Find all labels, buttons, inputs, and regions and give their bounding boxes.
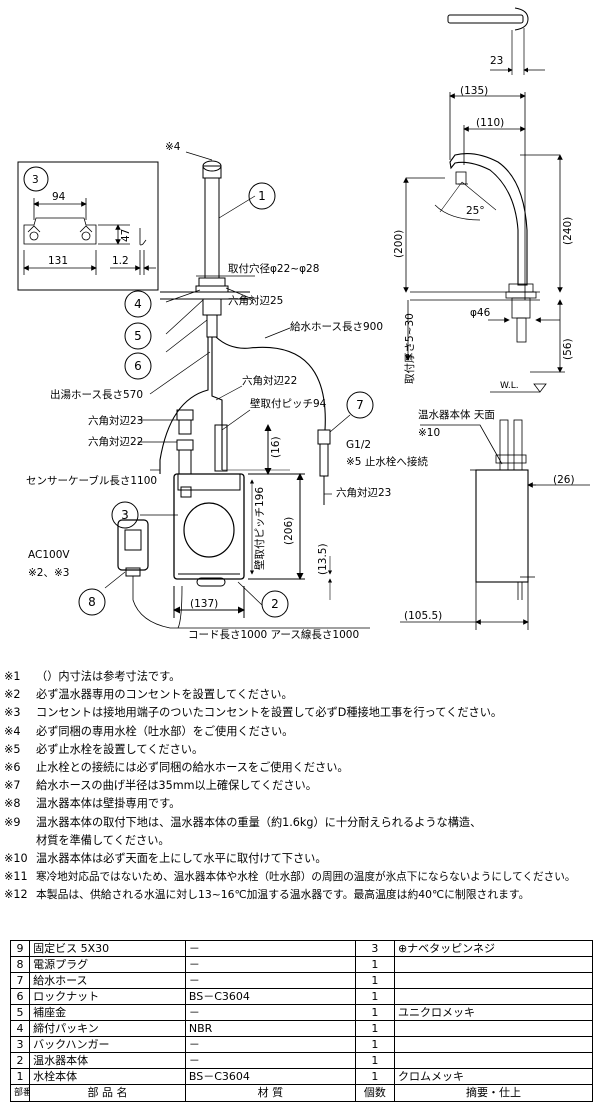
- sensor-cable: センサーケーブル長さ1100: [26, 474, 157, 487]
- angle-25: 25°: [466, 205, 485, 217]
- hanger-131: 131: [48, 255, 68, 267]
- hex23-right: 六角対辺23: [336, 486, 391, 499]
- dim-23: 23: [490, 55, 503, 67]
- note5-text: ※5 止水栓へ接続: [346, 455, 428, 468]
- wl-label: W.L.: [500, 381, 519, 391]
- hex23-left: 六角対辺23: [88, 414, 143, 427]
- callout-3-box: 3: [32, 174, 39, 186]
- dim-206: (206): [283, 517, 295, 545]
- dim-26: (26): [553, 474, 575, 486]
- hole-dia: 取付穴径φ22~φ28: [228, 262, 319, 275]
- hanger-detail: [17, 161, 159, 291]
- dim-16: (16): [270, 436, 282, 458]
- hanger-94: 94: [52, 191, 66, 203]
- hanger-47: 47: [120, 229, 132, 242]
- callout-2: 2: [271, 597, 279, 611]
- dim-phi46: φ46: [470, 307, 491, 319]
- g12-label: G1/2: [346, 439, 371, 451]
- callout-5: 5: [134, 329, 142, 343]
- top-faucet-sketch: [447, 7, 545, 75]
- dim-110: (110): [476, 117, 504, 129]
- callout-4: 4: [134, 297, 142, 311]
- note-item: 材質を準備してください。: [36, 833, 170, 847]
- technical-drawing: ※4 23 (135) (110) (200) (240) 25° φ46 (5…: [17, 7, 590, 641]
- callout-1: 1: [258, 189, 266, 203]
- heater-top-label: 温水器本体 天面: [418, 408, 495, 421]
- side-view: [400, 92, 590, 630]
- hex25: 六角対辺25: [228, 294, 283, 307]
- note-item: ※1（）内寸法は参考寸法です。: [4, 670, 181, 683]
- supply-hose-len: 給水ホース長さ900: [290, 320, 383, 333]
- note4-label: ※4: [165, 141, 181, 153]
- callout-7: 7: [356, 398, 364, 412]
- callout-circles: [23, 166, 374, 618]
- hex22-top: 六角対辺22: [242, 374, 297, 387]
- front-view: [104, 151, 370, 629]
- callout-3: 3: [121, 508, 129, 522]
- wall-pitch-94: 壁取付ピッチ94: [250, 397, 327, 410]
- dim-13-5: (13.5): [317, 543, 329, 575]
- dim-135: (135): [460, 85, 488, 97]
- note10-label: ※10: [418, 427, 440, 439]
- dim-137: (137): [190, 598, 218, 610]
- note23: ※2、※3: [28, 567, 69, 579]
- callout-8: 8: [88, 595, 96, 609]
- callout-6: 6: [134, 359, 142, 373]
- panel-thickness: 取付厚さ5~30: [403, 313, 416, 384]
- hot-hose-len: 出湯ホース長さ570: [50, 388, 143, 401]
- dim-200: (200): [393, 230, 405, 258]
- cord-len: コード長さ1000 アース線長さ1000: [188, 628, 359, 641]
- wall-pitch-196: 壁取付ピッチ196: [253, 487, 266, 570]
- dim-105-5: (105.5): [404, 610, 442, 622]
- hex22-left: 六角対辺22: [88, 435, 143, 448]
- hanger-1-2: 1.2: [112, 255, 129, 267]
- dim-56: (56): [562, 338, 574, 360]
- ac100v: AC100V: [28, 549, 70, 561]
- dim-240: (240): [562, 217, 574, 245]
